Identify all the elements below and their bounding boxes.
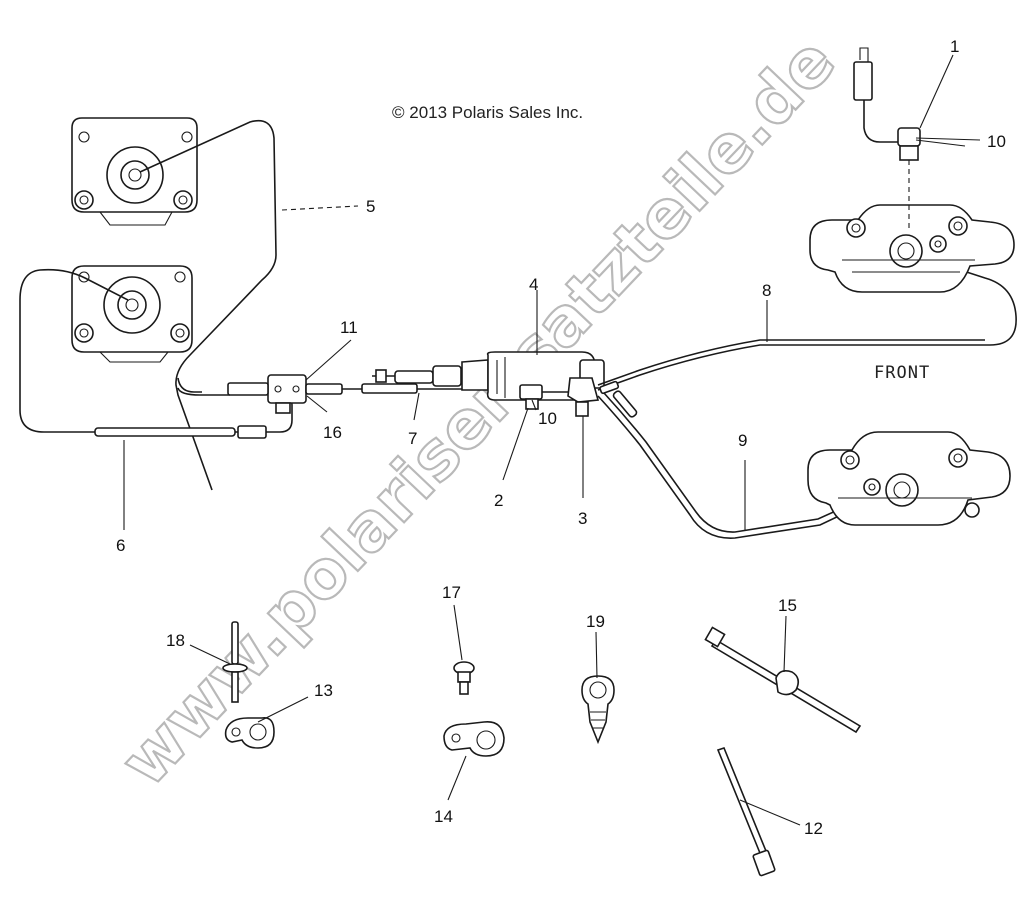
- rivet-18: [222, 621, 248, 703]
- brake-line-6: [19, 268, 293, 433]
- brake-line-8: [597, 264, 1017, 391]
- callout-6: 6: [116, 536, 125, 555]
- cable-tie-12: [716, 747, 776, 877]
- callout-10-upper: 10: [987, 132, 1006, 151]
- callout-3: 3: [578, 509, 587, 528]
- brake-tee-fitting: [519, 377, 600, 417]
- clamp-13: [224, 716, 275, 749]
- screw-17: [453, 661, 475, 695]
- callout-8: 8: [762, 281, 771, 300]
- push-clip-19: [581, 675, 615, 745]
- callout-13: 13: [314, 681, 333, 700]
- brake-line-5: [139, 119, 277, 491]
- callout-18: 18: [166, 631, 185, 650]
- callout-16: 16: [323, 423, 342, 442]
- callout-1: 1: [950, 37, 959, 56]
- callout-7: 7: [408, 429, 417, 448]
- callout-12: 12: [804, 819, 823, 838]
- banjo-bolt-assembly: [853, 47, 921, 230]
- callout-15: 15: [778, 596, 797, 615]
- brake-line-9: [597, 395, 863, 539]
- rear-caliper-upper: [71, 117, 198, 226]
- callout-19: 19: [586, 612, 605, 631]
- clamp-14: [443, 721, 505, 757]
- callout-2: 2: [494, 491, 503, 510]
- front-caliper-upper: [809, 204, 1015, 293]
- cable-tie-15: [704, 626, 862, 734]
- callout-11: 11: [340, 318, 358, 337]
- callout-10-lower: 10: [538, 409, 557, 428]
- watermark-text: www.polariser-satzteile.de: [106, 23, 850, 801]
- copyright-text: © 2013 Polaris Sales Inc.: [392, 103, 583, 122]
- callout-9: 9: [738, 431, 747, 450]
- front-direction-label: FRONT: [874, 363, 930, 383]
- brake-junction-block: [227, 374, 307, 414]
- callout-5: 5: [366, 197, 375, 216]
- callout-4: 4: [529, 275, 538, 294]
- callout-14: 14: [434, 807, 453, 826]
- callout-17: 17: [442, 583, 461, 602]
- front-caliper-lower: [807, 431, 1011, 526]
